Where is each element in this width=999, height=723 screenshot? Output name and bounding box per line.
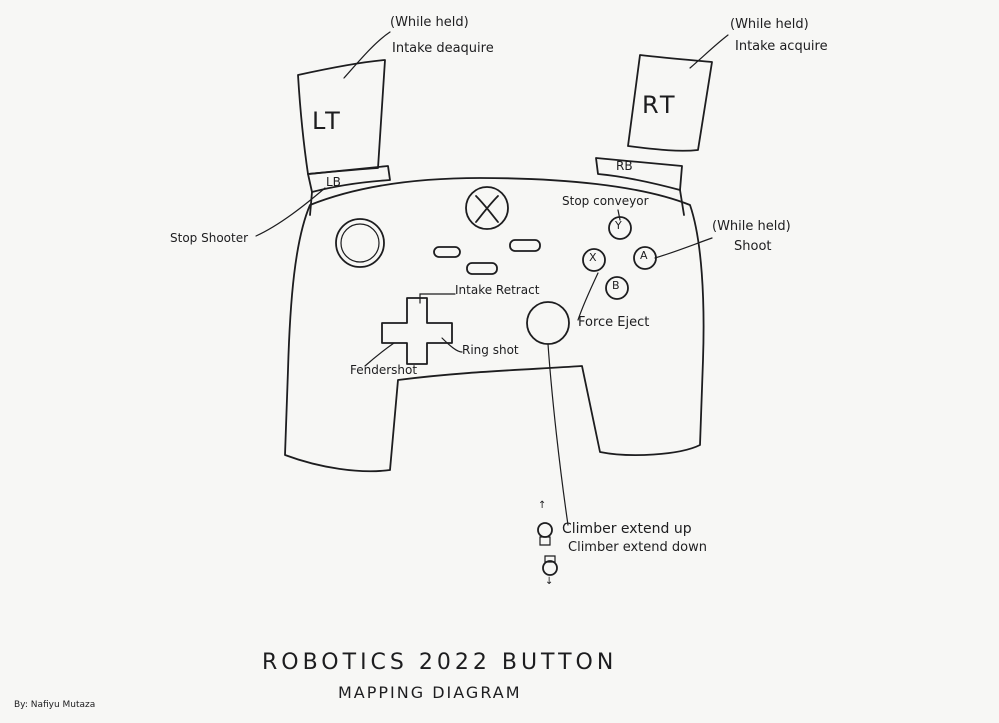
rt-held-note: (While held)	[730, 18, 809, 33]
rt-action: Intake acquire	[735, 40, 828, 55]
climber-up-action: Climber extend up	[562, 521, 692, 537]
dpad	[382, 298, 452, 364]
b-label: B	[612, 280, 620, 293]
dpad-right-action: Ring shot	[462, 344, 519, 358]
lb-action: Stop Shooter	[170, 232, 248, 246]
dpad-up-action: Intake Retract	[455, 284, 539, 298]
force-eject-label: Force Eject	[578, 316, 649, 331]
lt-action: Intake deaquire	[392, 42, 494, 57]
left-stick	[336, 219, 384, 267]
x-label: X	[589, 252, 597, 265]
title-line2: MAPPING DIAGRAM	[338, 684, 522, 702]
a-held-note: (While held)	[712, 220, 791, 235]
share-button	[467, 263, 497, 274]
author-credit: By: Nafiyu Mutaza	[14, 700, 95, 710]
y-label: Y	[615, 220, 622, 233]
title-line1: ROBOTICS 2022 BUTTON	[262, 650, 617, 675]
a-label: A	[640, 250, 648, 263]
view-button	[434, 247, 460, 257]
a-action: Shoot	[734, 240, 772, 255]
menu-button	[510, 240, 540, 251]
lb-label: LB	[326, 176, 341, 190]
y-action: Stop conveyor	[562, 195, 649, 209]
rb-label: RB	[616, 160, 633, 174]
climber-down-action: Climber extend down	[568, 541, 707, 556]
climber-down-arrow: ↓	[545, 576, 553, 588]
lt-label: LT	[312, 108, 343, 136]
dpad-left-action: Fendershot	[350, 364, 417, 378]
climber-up-arrow: ↑	[538, 500, 546, 512]
rt-label: RT	[642, 92, 678, 120]
lb-bumper	[308, 166, 390, 192]
right-stick	[527, 302, 569, 344]
lt-held-note: (While held)	[390, 16, 469, 31]
